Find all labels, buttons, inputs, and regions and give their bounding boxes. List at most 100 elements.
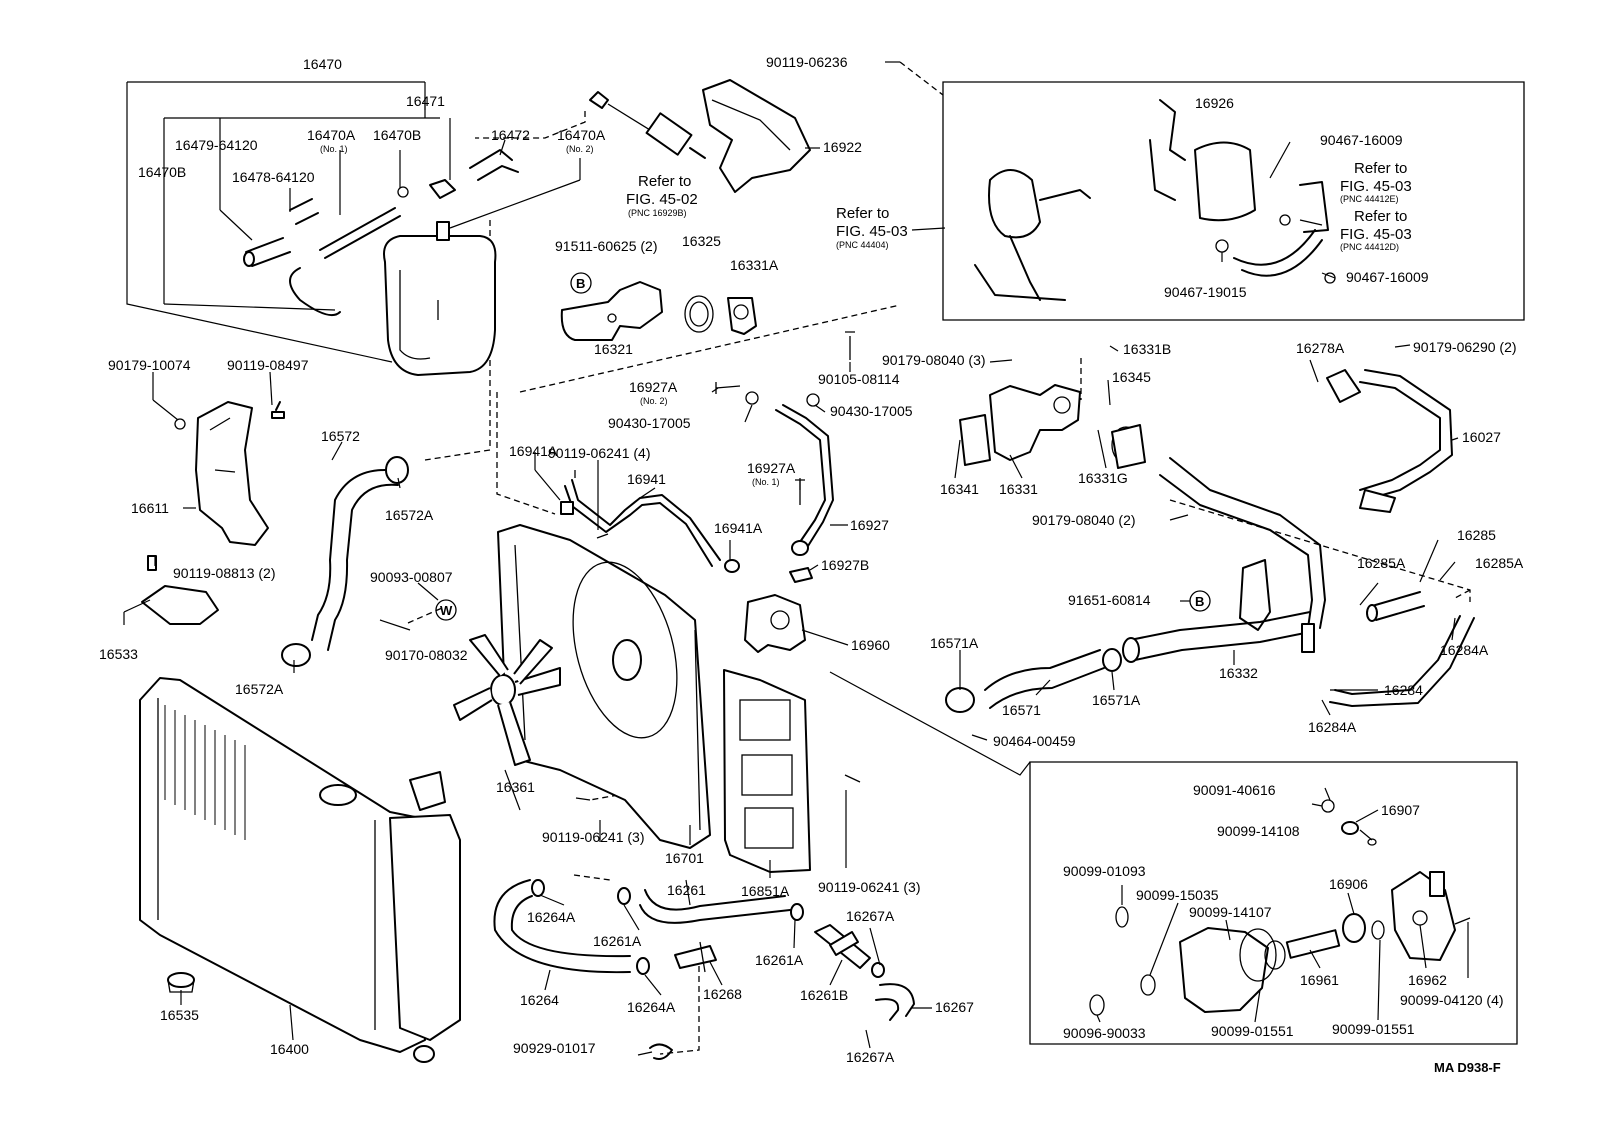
label-16267a-top: 16267A	[846, 908, 895, 924]
ref-fig4503-r1-line1: Refer to	[1354, 160, 1407, 177]
ref-fig4503-r1-line3: (PNC 44412E)	[1340, 194, 1399, 204]
ref-fig4503-left-line2: FIG. 45-03	[836, 223, 908, 240]
label-90430-17005-left: 90430-17005	[608, 415, 691, 431]
union-16268	[674, 941, 717, 973]
marker-b2-letter: B	[1195, 594, 1204, 609]
hose-16285	[1366, 591, 1425, 622]
label-16284a-bot: 16284A	[1308, 719, 1357, 735]
label-16960: 16960	[851, 637, 890, 653]
drawing-code: MA D938-F	[1434, 1060, 1501, 1075]
label-16941: 16941	[627, 471, 666, 487]
label-16361: 16361	[496, 779, 535, 795]
label-16479-64120: 16479-64120	[175, 137, 258, 153]
label-16701: 16701	[665, 850, 704, 866]
reservoir-hoses	[243, 149, 519, 316]
tee-16261b	[814, 924, 871, 969]
label-16345: 16345	[1112, 369, 1151, 385]
label-16962: 16962	[1408, 972, 1447, 988]
marker-w-letter: W	[440, 603, 453, 618]
vacuum-pump-16960	[744, 594, 806, 653]
label-16941a-top: 16941A	[509, 443, 558, 459]
leader-lines	[123, 61, 1469, 1056]
label-16533: 16533	[99, 646, 138, 662]
label-16268: 16268	[703, 986, 742, 1002]
label-90105-08114: 90105-08114	[818, 371, 900, 387]
ref-fig4503-r2-line3: (PNC 44412D)	[1340, 242, 1399, 252]
label-16611: 16611	[131, 500, 169, 516]
label-90119-06241-4: 90119-06241 (4)	[548, 445, 650, 461]
label-90467-16009-top: 90467-16009	[1320, 132, 1403, 148]
label-16267: 16267	[935, 999, 974, 1015]
hose-16267	[871, 962, 915, 1021]
clamp-90929	[649, 1043, 673, 1060]
label-16470: 16470	[303, 56, 342, 72]
hose-16284	[1329, 615, 1475, 707]
vsv-canister-parts	[974, 99, 1336, 301]
label-90179-10074: 90179-10074	[108, 357, 191, 373]
label-16261b: 16261B	[800, 987, 848, 1003]
label-16927a-no1: 16927A	[747, 460, 796, 476]
marker-b2-icon: B	[1189, 590, 1211, 612]
radiator-16400	[139, 677, 461, 1063]
label-16267a-bot: 16267A	[846, 1049, 895, 1065]
ref-fig4502-line1: Refer to	[638, 173, 691, 190]
label-16341: 16341	[940, 481, 979, 497]
label-16321: 16321	[594, 341, 633, 357]
label-90099-01093: 90099-01093	[1063, 863, 1146, 879]
label-90929-01017: 90929-01017	[513, 1040, 596, 1056]
ref-fig4503-left-line1: Refer to	[836, 205, 889, 222]
label-16927: 16927	[850, 517, 889, 533]
label-16285: 16285	[1457, 527, 1496, 543]
bolts-center	[574, 331, 861, 801]
label-90464-00459: 90464-00459	[993, 733, 1076, 749]
label-90430-17005-right: 90430-17005	[830, 403, 913, 419]
hose-16571	[945, 648, 1122, 713]
water-pump-inset-frame	[1029, 761, 1518, 1045]
label-16470a-no1-sub: (No. 1)	[320, 144, 348, 154]
label-16478-64120: 16478-64120	[232, 169, 315, 185]
label-90179-06290: 90179-06290 (2)	[1413, 339, 1517, 355]
label-16922: 16922	[823, 139, 862, 155]
label-90099-14108: 90099-14108	[1217, 823, 1300, 839]
label-16331b: 16331B	[1123, 341, 1171, 357]
marker-b-letter: B	[576, 276, 585, 291]
label-16027: 16027	[1462, 429, 1501, 445]
part-labels: 16470 16471 16479-64120 16470A (No. 1) 1…	[99, 54, 1524, 1075]
hose-16264	[493, 879, 650, 975]
marker-b-icon: B	[570, 272, 592, 294]
label-16535: 16535	[160, 1007, 199, 1023]
label-16927a-no1-sub: (No. 1)	[752, 477, 780, 487]
label-16331g: 16331G	[1078, 470, 1128, 486]
label-16264: 16264	[520, 992, 559, 1008]
ref-fig4503-left-line3: (PNC 44404)	[836, 240, 889, 250]
label-16284: 16284	[1384, 682, 1423, 698]
label-90467-19015: 90467-19015	[1164, 284, 1247, 300]
label-16851a: 16851A	[741, 883, 790, 899]
label-16470b-top: 16470B	[373, 127, 421, 143]
label-16927a-no2: 16927A	[629, 379, 678, 395]
label-16941a-bot: 16941A	[714, 520, 763, 536]
temp-switch	[589, 91, 706, 159]
ref-fig4502-line2: FIG. 45-02	[626, 191, 698, 208]
water-pump-parts	[1089, 799, 1471, 1016]
label-16285a-left: 16285A	[1357, 555, 1406, 571]
label-90119-06241-3b: 90119-06241 (3)	[818, 879, 920, 895]
emission-inset-frame	[942, 81, 1525, 321]
label-16571a-left: 16571A	[930, 635, 979, 651]
label-16325: 16325	[682, 233, 721, 249]
label-90119-08497: 90119-08497	[227, 357, 309, 373]
label-16264a-top: 16264A	[527, 909, 576, 925]
label-16906: 16906	[1329, 876, 1368, 892]
label-90179-08040-2: 90179-08040 (2)	[1032, 512, 1136, 528]
marker-w-icon: W	[435, 599, 457, 621]
label-16285a-right: 16285A	[1475, 555, 1524, 571]
pipe-16027	[1359, 369, 1453, 513]
label-16571: 16571	[1002, 702, 1041, 718]
label-16470a-no2-sub: (No. 2)	[566, 144, 594, 154]
label-16470a-no1: 16470A	[307, 127, 356, 143]
label-16572a-bot: 16572A	[235, 681, 284, 697]
ref-fig4503-r1-line2: FIG. 45-03	[1340, 178, 1412, 195]
label-90119-06236: 90119-06236	[766, 54, 848, 70]
label-16472: 16472	[491, 127, 530, 143]
